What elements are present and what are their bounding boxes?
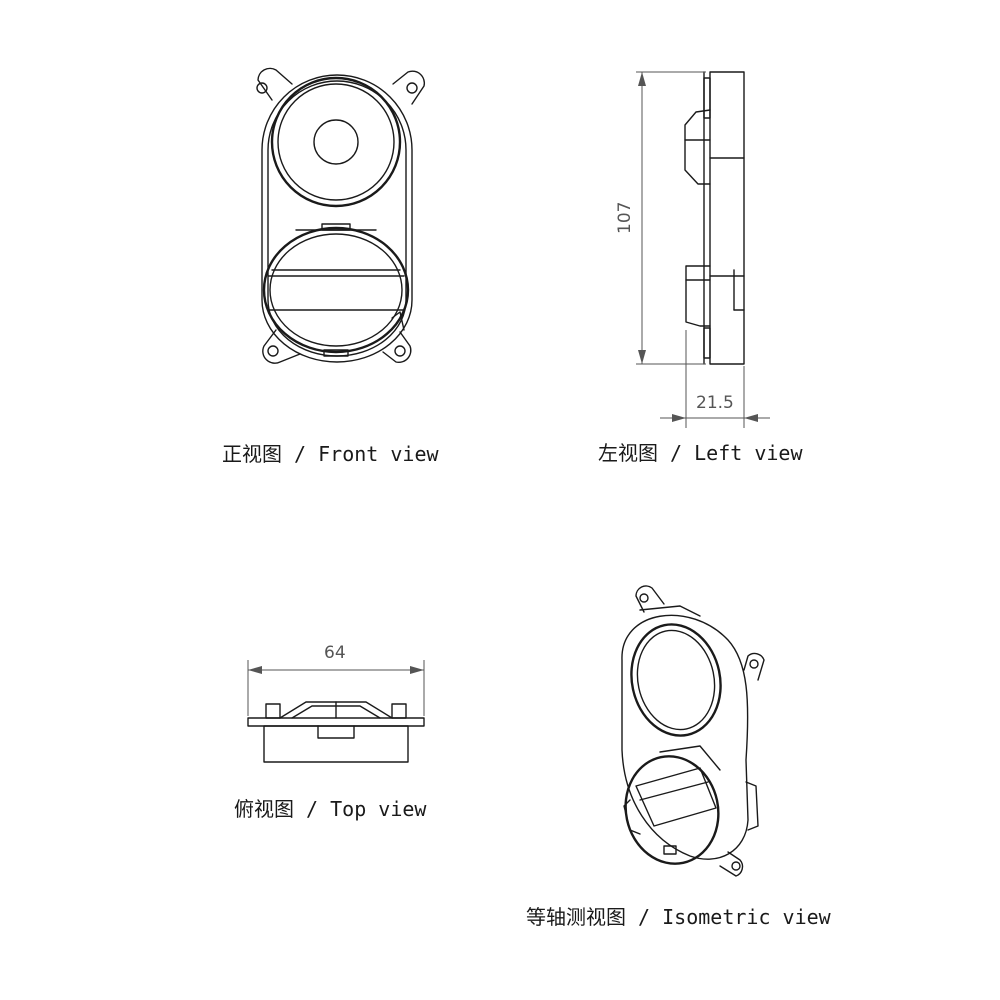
left-view	[636, 71, 770, 428]
iso-ear-top-left	[635, 585, 665, 613]
isometric-view	[621, 585, 765, 877]
top-flange	[247, 717, 425, 727]
left-depth-dimension-value: 21.5	[696, 393, 734, 413]
left-back-plate	[709, 71, 745, 365]
front-upper-lens	[270, 76, 402, 208]
front-ear-top-right	[392, 70, 426, 105]
left-lower-protrusion	[685, 265, 711, 327]
iso-view-caption: 等轴测视图 / Isometric view	[526, 905, 832, 929]
front-lower-aperture	[262, 226, 410, 354]
top-width-dimension-value: 64	[324, 643, 346, 663]
top-view-caption: 俯视图 / Top view	[234, 797, 427, 821]
left-view-caption: 左视图 / Left view	[598, 441, 803, 465]
front-body-outline	[261, 74, 413, 363]
front-view-caption: 正视图 / Front view	[222, 442, 439, 466]
top-body	[263, 725, 409, 763]
front-lens-center	[313, 119, 359, 165]
front-view	[256, 67, 426, 364]
front-ear-top-left	[257, 67, 293, 101]
iso-body-outline	[621, 614, 749, 860]
left-height-dimension-value: 107	[615, 202, 635, 234]
iso-ear-bottom	[719, 851, 744, 877]
front-ear-bottom-left	[262, 329, 301, 364]
iso-ear-top-right	[743, 652, 765, 681]
front-ear-bottom-right	[382, 331, 412, 364]
top-view	[247, 660, 425, 763]
left-upper-lens-protrusion	[684, 109, 711, 185]
iso-upper-lens	[630, 623, 722, 737]
